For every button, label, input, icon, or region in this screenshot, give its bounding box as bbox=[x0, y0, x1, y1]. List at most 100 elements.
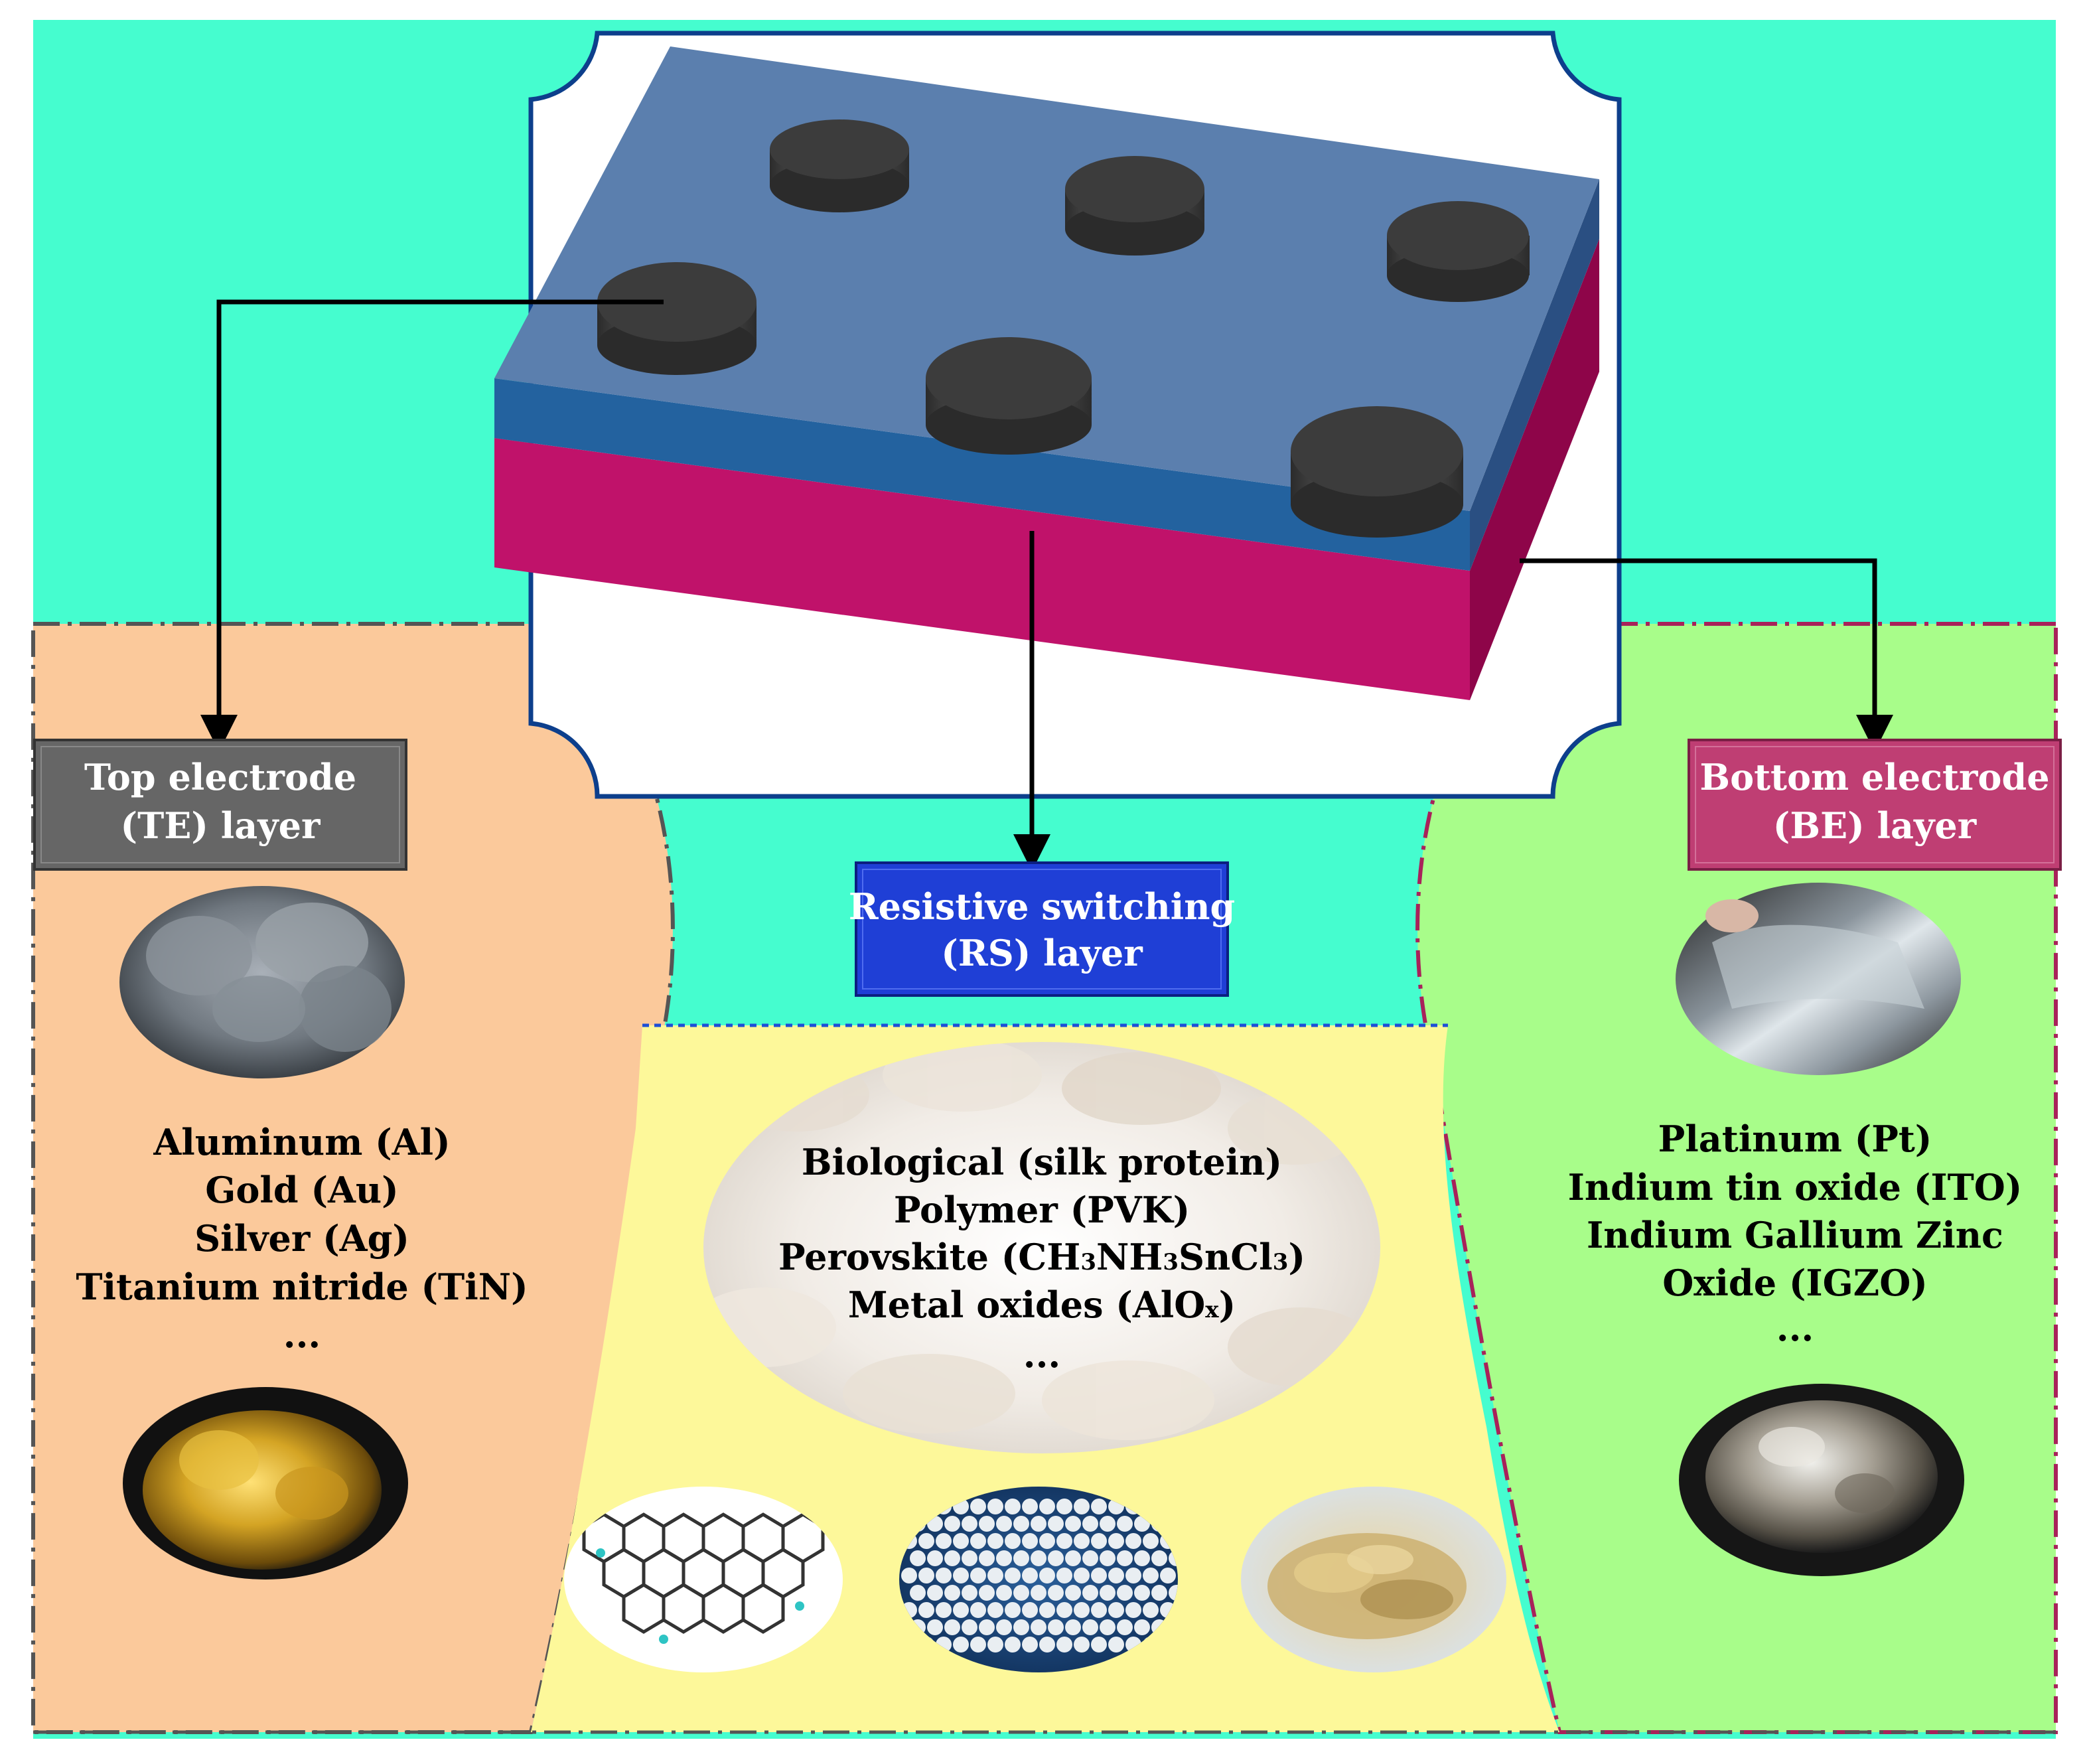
bead-dot bbox=[1022, 1602, 1038, 1618]
bead-dot bbox=[1108, 1533, 1124, 1549]
list-item: Indium tin oxide (ITO) bbox=[1568, 1166, 2023, 1209]
bead-dot bbox=[1074, 1533, 1090, 1549]
bead-dot bbox=[1091, 1499, 1107, 1514]
rs-layer-side bbox=[1470, 179, 1599, 571]
te-title-line2: (TE) layer bbox=[121, 804, 321, 847]
bead-dot bbox=[1117, 1516, 1133, 1532]
bead-dot bbox=[979, 1619, 995, 1635]
rs-materials-list: Biological (silk protein) Polymer (PVK) … bbox=[778, 1141, 1305, 1376]
bead-dot bbox=[962, 1516, 977, 1532]
bead-dot bbox=[1056, 1637, 1072, 1653]
bead-dot bbox=[944, 1619, 960, 1635]
list-item: Gold (Au) bbox=[205, 1169, 398, 1211]
bead-dot bbox=[1091, 1602, 1107, 1618]
bead-dot bbox=[1048, 1585, 1064, 1601]
bead-dot bbox=[1091, 1568, 1107, 1583]
bead-dot bbox=[1056, 1499, 1072, 1514]
bead-dot bbox=[996, 1516, 1012, 1532]
bead-dot bbox=[1074, 1602, 1090, 1618]
bead-dot bbox=[979, 1516, 995, 1532]
bead-dot bbox=[927, 1550, 943, 1566]
list-item: Polymer (PVK) bbox=[894, 1189, 1190, 1231]
bead-dot bbox=[979, 1550, 995, 1566]
bead-dot bbox=[910, 1550, 926, 1566]
be-arrow bbox=[1520, 558, 1893, 752]
rs-layer-front bbox=[494, 378, 1470, 571]
bead-dot bbox=[1039, 1637, 1055, 1653]
bead-dot bbox=[1013, 1550, 1029, 1566]
bead-dot bbox=[1013, 1585, 1029, 1601]
bead-dot bbox=[944, 1550, 960, 1566]
fiber-flakes-photo bbox=[1241, 1487, 1506, 1672]
bead-dot bbox=[1005, 1533, 1021, 1549]
bead-dot bbox=[1143, 1533, 1159, 1549]
list-item: Metal oxides (AlOx) bbox=[848, 1284, 1236, 1326]
bead-dot bbox=[987, 1602, 1003, 1618]
bead-dot bbox=[1031, 1550, 1046, 1566]
list-item: ... bbox=[283, 1313, 321, 1356]
bead-dot bbox=[1039, 1499, 1055, 1514]
bead-dot bbox=[1065, 1619, 1081, 1635]
te-label-box: Top electrode (TE) layer bbox=[33, 739, 407, 871]
bead-dot bbox=[979, 1585, 995, 1601]
list-item: ... bbox=[1776, 1307, 1814, 1349]
bead-dot bbox=[1117, 1585, 1133, 1601]
bead-dot bbox=[1065, 1516, 1081, 1532]
bead-dot bbox=[953, 1533, 969, 1549]
be-label-box: Bottom electrode (BE) layer bbox=[1688, 739, 2062, 871]
rs-title-line1: Resistive switching bbox=[849, 885, 1236, 928]
bead-dot bbox=[918, 1602, 934, 1618]
bead-dot bbox=[918, 1533, 934, 1549]
gold-nugget-photo bbox=[123, 1387, 408, 1580]
top-electrode-disc bbox=[926, 337, 1092, 455]
bead-dot bbox=[1117, 1619, 1133, 1635]
bead-dot bbox=[1100, 1550, 1116, 1566]
list-item: Perovskite (CH3NH3SnCl3) bbox=[778, 1236, 1305, 1278]
bead-dot bbox=[1005, 1602, 1021, 1618]
bead-dot bbox=[1108, 1602, 1124, 1618]
bead-dot bbox=[1160, 1568, 1176, 1583]
graphene-lattice-image bbox=[564, 1487, 843, 1672]
bead-dot bbox=[953, 1637, 969, 1653]
be-title-line1: Bottom electrode bbox=[1699, 756, 2049, 798]
bead-dot bbox=[962, 1550, 977, 1566]
bottom-electrode-layer bbox=[494, 438, 1470, 700]
top-electrode-disc bbox=[597, 262, 756, 375]
bead-dot bbox=[987, 1533, 1003, 1549]
bead-dot bbox=[1125, 1602, 1141, 1618]
bead-dot bbox=[1151, 1550, 1167, 1566]
bead-dot bbox=[1031, 1516, 1046, 1532]
bead-dot bbox=[996, 1550, 1012, 1566]
be-materials-list: Platinum (Pt) Indium tin oxide (ITO) Ind… bbox=[1568, 1118, 2023, 1349]
bead-dot bbox=[1005, 1637, 1021, 1653]
bead-dot bbox=[1039, 1568, 1055, 1583]
bead-dot bbox=[936, 1602, 952, 1618]
list-item: Aluminum (Al) bbox=[153, 1121, 450, 1163]
bead-dot bbox=[901, 1568, 917, 1583]
bead-dot bbox=[1117, 1550, 1133, 1566]
top-electrode-disc bbox=[770, 119, 909, 212]
bead-dot bbox=[1151, 1585, 1167, 1601]
list-item: Titanium nitride (TiN) bbox=[76, 1266, 528, 1308]
top-electrode-disc bbox=[1065, 156, 1204, 256]
bead-dot bbox=[1065, 1585, 1081, 1601]
aluminum-pellets-photo bbox=[119, 886, 405, 1078]
bead-dot bbox=[1143, 1568, 1159, 1583]
bead-dot bbox=[1031, 1619, 1046, 1635]
bead-dot bbox=[1022, 1533, 1038, 1549]
silk-cocoons-photo bbox=[703, 1042, 1380, 1453]
list-item: Silver (Ag) bbox=[194, 1217, 409, 1260]
bead-dot bbox=[953, 1568, 969, 1583]
list-item: ... bbox=[1023, 1333, 1060, 1376]
te-materials-list: Aluminum (Al) Gold (Au) Silver (Ag) Tita… bbox=[76, 1121, 528, 1356]
bead-dot bbox=[1005, 1568, 1021, 1583]
bead-dot bbox=[1134, 1550, 1150, 1566]
bead-dot bbox=[987, 1637, 1003, 1653]
bead-dot bbox=[1048, 1516, 1064, 1532]
bead-dot bbox=[918, 1568, 934, 1583]
rs-title-line2: (RS) layer bbox=[941, 932, 1143, 974]
bead-dot bbox=[1074, 1637, 1090, 1653]
platinum-nugget-photo bbox=[1679, 1384, 1964, 1576]
